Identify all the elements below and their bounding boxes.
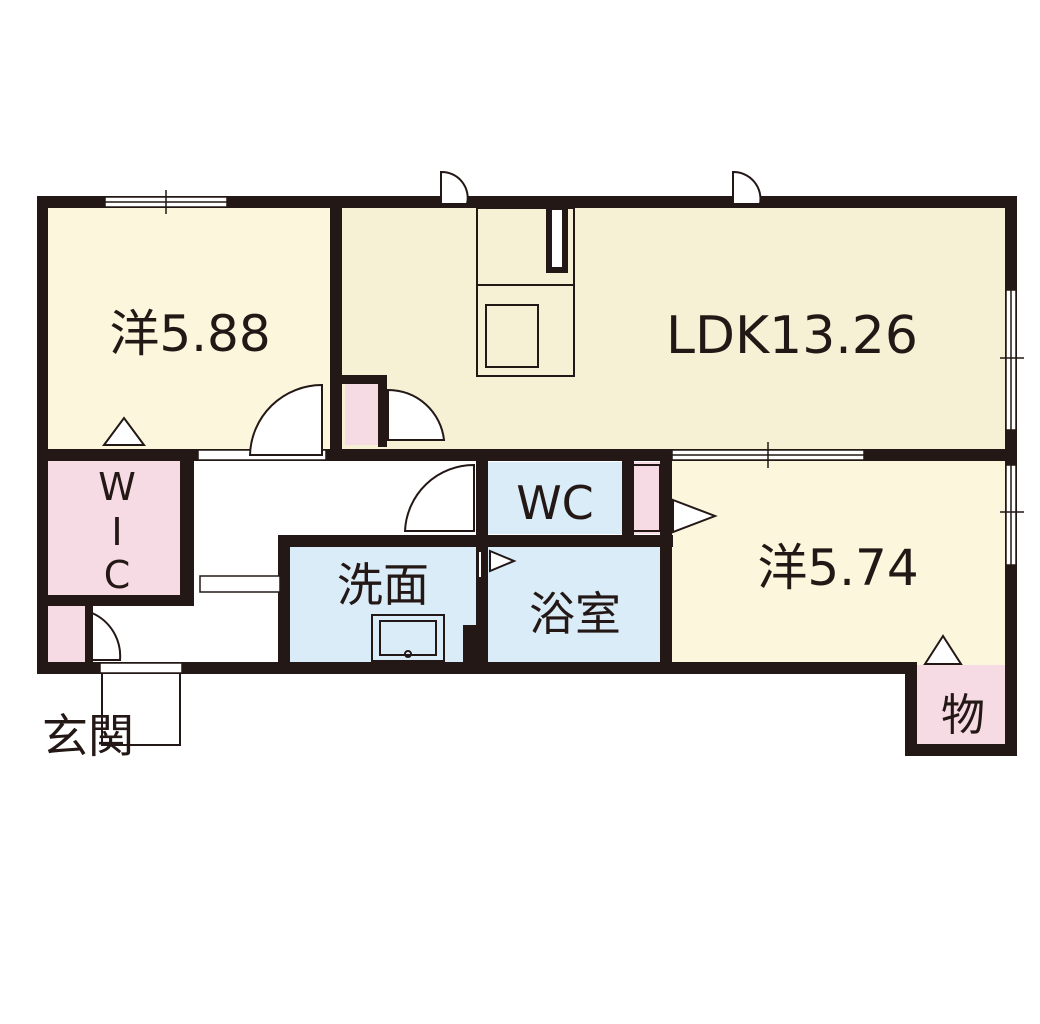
doors [91, 170, 762, 746]
wic-label-w: W [98, 465, 136, 509]
wic-floor [45, 460, 182, 597]
western-room-2-floor [668, 460, 1007, 665]
kitchen-counter [476, 207, 575, 377]
storage-floor [912, 665, 1012, 750]
wc-floor [488, 462, 622, 534]
storage-label: 物 [941, 690, 985, 741]
western-room-2-label: 洋5.74 [757, 539, 918, 597]
ldk-floor [340, 205, 1007, 455]
hall-closet-floor [345, 380, 379, 445]
washroom-label: 洗面 [337, 558, 429, 612]
wic-label-c: C [104, 553, 131, 597]
ldk-pillar-notch [552, 210, 562, 267]
washbasin [371, 614, 445, 662]
western-room-1-label: 洋5.88 [109, 305, 270, 363]
wic-label-i: I [111, 510, 122, 554]
bathroom-floor [488, 545, 660, 662]
door-swing-markers [102, 416, 963, 665]
window-sash-lines [105, 190, 1024, 565]
bathroom-label: 浴室 [529, 587, 621, 641]
ldk-label: LDK13.26 [666, 306, 918, 366]
wc-label: WC [516, 476, 594, 530]
entrance-label: 玄関 [42, 709, 134, 763]
shoe-closet-floor [45, 605, 85, 663]
washroom-floor [287, 545, 477, 662]
outer-walls [37, 196, 1017, 756]
